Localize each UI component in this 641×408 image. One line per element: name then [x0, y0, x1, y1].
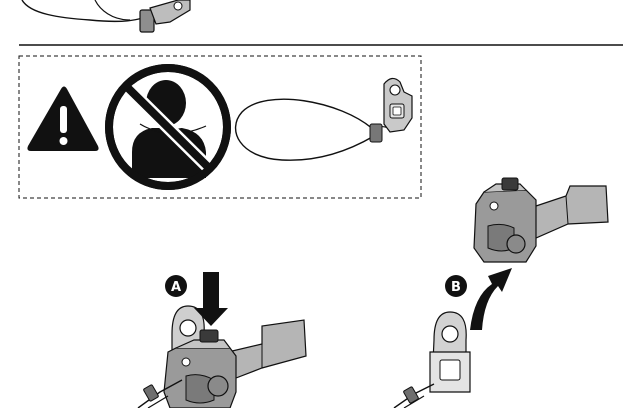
step-a-label: A: [171, 280, 181, 295]
top-cord-illustration: [21, 0, 191, 33]
cord-loop-icon: [234, 77, 413, 161]
step-b-badge: B: [445, 275, 467, 297]
step-b-label: B: [451, 280, 461, 295]
warning-box: [18, 55, 422, 199]
no-strangulation-icon: [105, 64, 231, 190]
step-b-illustration: [393, 177, 609, 408]
step-a-illustration: [137, 272, 307, 408]
step-a-badge: A: [165, 275, 187, 297]
warning-triangle-icon: [27, 86, 99, 151]
